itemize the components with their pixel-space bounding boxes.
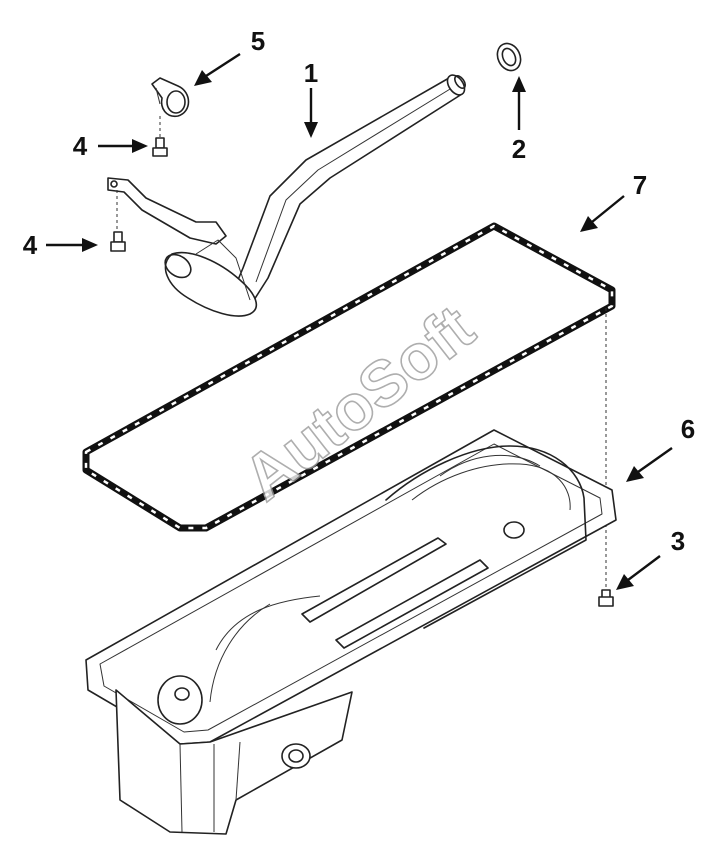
callout-arrow-7	[580, 195, 625, 232]
callout-arrow-4a	[98, 139, 148, 153]
callout-arrow-4b	[46, 238, 98, 252]
callout-arrow-5	[194, 52, 241, 86]
callout-label-1: 1	[304, 58, 318, 88]
callout-arrow-1	[304, 88, 318, 138]
o-ring-part	[496, 42, 522, 72]
clamp-part	[151, 77, 190, 118]
dipstick-tube-part	[107, 74, 466, 317]
drain-bolt-part	[598, 589, 614, 607]
bolt-lower-part	[110, 231, 126, 252]
callout-label-4b: 4	[23, 230, 38, 260]
callout-label-4a: 4	[73, 131, 88, 161]
callout-arrow-2	[512, 76, 526, 130]
callout-arrow-6	[626, 447, 673, 482]
callout-label-6: 6	[681, 414, 695, 444]
gasket-part	[82, 222, 616, 532]
callout-arrow-3	[616, 555, 661, 590]
oil-pan-part	[85, 429, 617, 835]
callout-label-3: 3	[671, 526, 685, 556]
callout-label-7: 7	[633, 170, 647, 200]
bolt-upper-part	[152, 137, 168, 157]
callout-label-5: 5	[251, 26, 265, 56]
callout-label-2: 2	[512, 134, 526, 164]
